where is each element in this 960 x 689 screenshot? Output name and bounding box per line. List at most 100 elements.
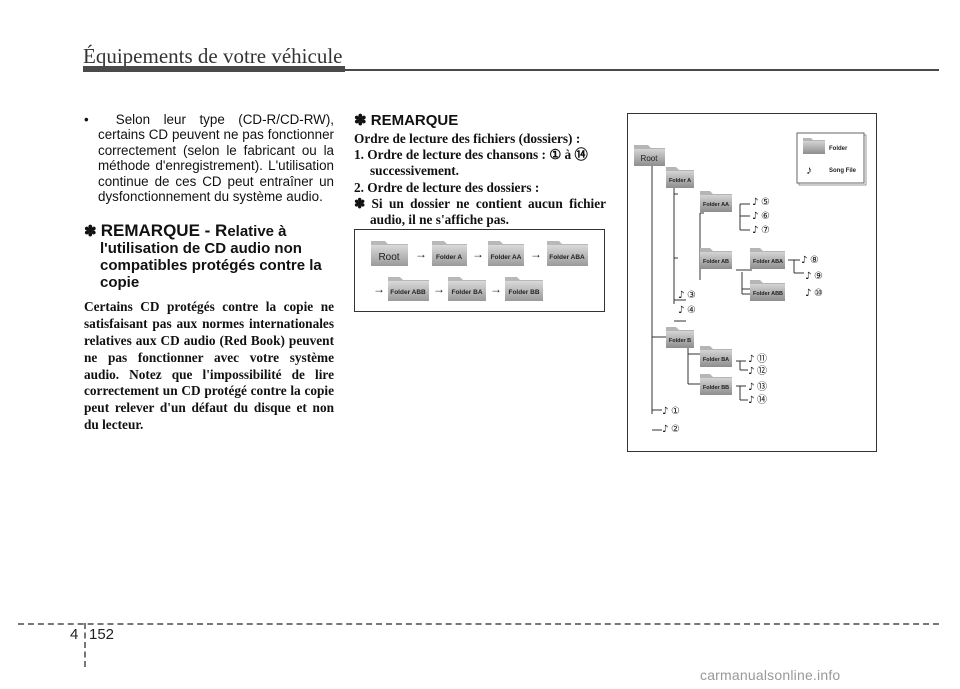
song-note-icon: ♪ [801,255,807,266]
left-column: • Selon leur type (CD-R/CD-RW), certains… [84,112,334,434]
song-note-icon: ♪ [748,395,754,406]
flow-label: Root [378,252,399,263]
song-10: ♪⑩ [805,288,823,299]
tree-folder-b: Folder B [666,327,694,348]
song-note-icon: ♪ [662,406,668,417]
tree-folder-a: Folder A [666,167,694,188]
order-item-1-mid: à [561,147,575,163]
tree-folder-bb: Folder BB [700,374,732,395]
song-number: ⑩ [814,288,823,299]
song-4: ♪④ [678,305,696,316]
flow-row-2: → Folder ABB → Folder BA → Folder BB [373,277,543,301]
note-text: Si un dossier ne contient aucun fichier … [370,195,607,228]
tree-label: Folder BB [703,385,729,391]
middle-column: ✽ REMARQUE Ordre de lecture des fichiers… [354,112,606,228]
flow-arrow: → [530,247,542,261]
tree-label: Folder AA [703,202,729,208]
bullet-mark: • [84,112,89,127]
song-number: ② [671,424,680,435]
tree-label: Folder BA [703,357,729,363]
song-number: ⑥ [761,211,770,222]
flow-label: Folder AA [491,254,522,261]
tree-folder-ba: Folder BA [700,346,732,367]
song-to: ⑭ [574,147,588,163]
song-number: ⑧ [810,255,819,266]
song-number: ⑫ [757,365,767,377]
order-item-1-lead: 1. Ordre de lecture des chansons : [354,147,550,163]
tree-lines [651,164,804,431]
tree-label: Root [641,154,659,163]
song-1: ♪① [662,406,680,417]
playback-order-text: Ordre de lecture des fichiers (dossiers)… [354,131,606,228]
song-note-icon: ♪ [748,382,754,393]
remark-title: REMARQUE [370,112,459,129]
flow-folder-aba: Folder ABA [547,241,588,266]
footer-dashed-rule [18,623,939,625]
song-note-icon: ♪ [748,354,754,365]
song-3: ♪③ [678,290,696,301]
flow-folder-aa: Folder AA [488,241,524,266]
song-number: ① [671,406,680,417]
order-item-1: 1. Ordre de lecture des chansons : ① à ⑭ [354,147,606,163]
chapter-number: 4 [70,626,79,643]
flow-folder-ba: Folder BA [448,277,486,301]
song-number: ⑤ [761,197,770,208]
flow-label: Folder ABA [549,254,585,261]
song-7: ♪⑦ [752,225,770,236]
copy-protect-remark-body: Certains CD protégés contre la copie ne … [84,299,334,433]
header-rule-thin [345,69,939,71]
tree-folder-ab: Folder AB [700,248,732,269]
flow-label: Folder BA [451,289,482,296]
header-rule-thick [83,66,345,72]
flow-arrow: → [490,282,502,296]
remark-asterisk-icon: ✽ [354,112,367,129]
song-note-icon: ♪ [662,424,668,435]
empty-folder-note: ✽ Si un dossier ne contient aucun fichie… [354,196,606,228]
song-note-icon: ♪ [752,197,758,208]
tree-folder-aba: Folder ABA [750,248,785,269]
tree-folder-aa: Folder AA [700,191,732,212]
legend-folder-icon [803,138,825,154]
folder-tree-svg: Root Folder A Folder AA Folder AB Folder… [634,132,867,435]
legend-song-label: Song File [829,168,857,174]
song-13: ♪⑬ [748,381,767,393]
page-number: 152 [89,626,115,643]
flow-folder-a: Folder A [432,241,467,266]
remark-asterisk-icon: ✽ [84,223,97,241]
copy-protect-remark-heading: ✽ REMARQUE - Relative à l'utilisation de… [84,222,334,291]
song-number: ⑭ [757,394,767,406]
song-note-icon: ♪ [805,271,811,282]
song-note-icon: ♪ [805,288,811,299]
tree-songs: ♪⑤ ♪⑥ ♪⑦ ♪⑧ ♪⑨ ♪⑩ ♪③ ♪④ ♪⑪ ♪⑫ ♪⑬ ♪⑭ ♪① ♪… [662,197,823,435]
song-note-icon: ♪ [748,366,754,377]
song-number: ⑬ [757,381,767,393]
cd-type-bullet: • Selon leur type (CD-R/CD-RW), certains… [84,112,334,204]
page-header-title: Équipements de votre véhicule [83,44,343,68]
flow-arrow: → [415,247,427,261]
song-note-icon: ♪ [678,305,684,316]
song-6: ♪⑥ [752,211,770,222]
song-12: ♪⑫ [748,365,767,377]
legend-folder-label: Folder [829,146,848,152]
folder-tree-diagram: Root Folder A Folder AA Folder AB Folder… [627,113,877,452]
remark-title-rest: elative à l'utilisation de CD audio non … [100,223,322,292]
order-item-2: 2. Ordre de lecture des dossiers : [354,179,540,195]
flow-folder-root: Root [371,241,408,266]
folder-order-svg: Root → Folder A → Folder AA → Folder ABA [371,241,588,301]
tree-label: Folder AB [703,259,729,265]
note-asterisk-icon: ✽ [354,195,366,211]
watermark-text: carmanualsonline.info [700,667,841,683]
flow-folder-bb: Folder BB [505,277,543,301]
playback-remark-heading: ✽ REMARQUE [354,112,606,129]
song-5: ♪⑤ [752,197,770,208]
tree-folder-root: Root [634,145,665,166]
song-note-icon: ♪ [752,211,758,222]
flow-label: Folder ABB [390,289,426,296]
song-2: ♪② [662,424,680,435]
song-note-icon: ♪ [678,290,684,301]
flow-arrow: → [433,282,445,296]
flow-folder-abb: Folder ABB [388,277,429,301]
song-number: ③ [687,290,696,301]
tree-label: Folder ABA [753,259,783,265]
song-number: ⑪ [757,353,767,365]
